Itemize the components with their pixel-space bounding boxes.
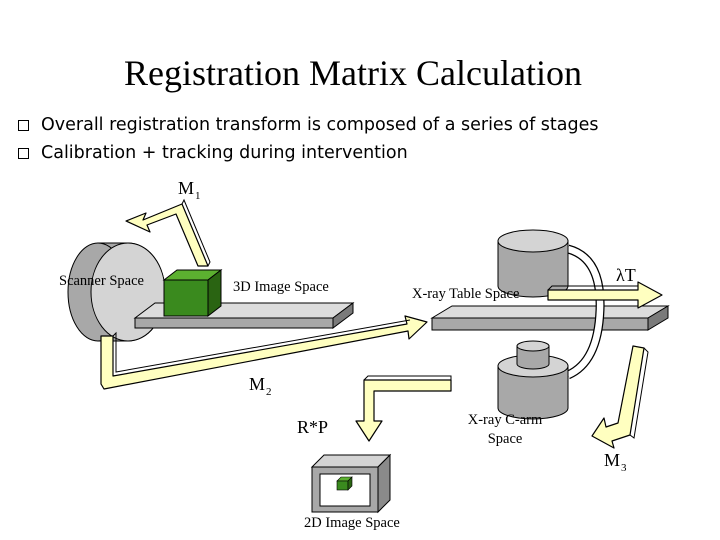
bullet-item: Calibration + tracking during interventi… — [18, 143, 408, 163]
m3-subscript: 3 — [621, 462, 627, 474]
rp-arrow — [355, 375, 452, 442]
scanner-space-label: Scanner Space — [59, 273, 144, 289]
xray-source-cylinder-icon — [497, 229, 569, 298]
bullet-item: Overall registration transform is compos… — [18, 115, 599, 135]
m3-symbol: M — [604, 450, 620, 470]
volume-cube-icon — [162, 268, 223, 318]
m2-arrow — [100, 315, 428, 390]
xray-carm-space-label-line1: X-ray C-arm — [468, 412, 543, 428]
xray-table-space-label: X-ray Table Space — [412, 286, 519, 302]
bullet-text: Calibration + tracking during interventi… — [41, 143, 408, 163]
c-arm-connector — [565, 244, 605, 380]
m2-symbol: M — [249, 374, 265, 394]
m1-arrow — [125, 198, 211, 267]
image-3d-space-label: 3D Image Space — [233, 279, 329, 295]
m3-arrow — [591, 345, 649, 449]
checkbox-bullet-icon — [18, 148, 29, 159]
xray-detector-cylinder-icon — [497, 340, 569, 420]
xray-table-slab — [430, 305, 670, 331]
m2-label: M 2 — [249, 374, 272, 398]
image-2d-space-label: 2D Image Space — [304, 515, 400, 531]
m1-symbol: M — [178, 178, 194, 198]
lambda-t-arrow — [547, 281, 663, 309]
rp-label: R*P — [297, 417, 328, 437]
m3-label: M 3 — [604, 450, 627, 474]
xray-carm-space-label-line2: Space — [488, 431, 523, 447]
m1-subscript: 1 — [195, 190, 201, 202]
image-2d-monitor-icon — [310, 453, 392, 514]
bullet-text: Overall registration transform is compos… — [41, 115, 599, 135]
m2-subscript: 2 — [266, 386, 272, 398]
checkbox-bullet-icon — [18, 120, 29, 131]
lambda-t-label: λT — [616, 265, 636, 285]
slide-title: Registration Matrix Calculation — [124, 53, 582, 93]
m1-label: M 1 — [178, 178, 201, 202]
